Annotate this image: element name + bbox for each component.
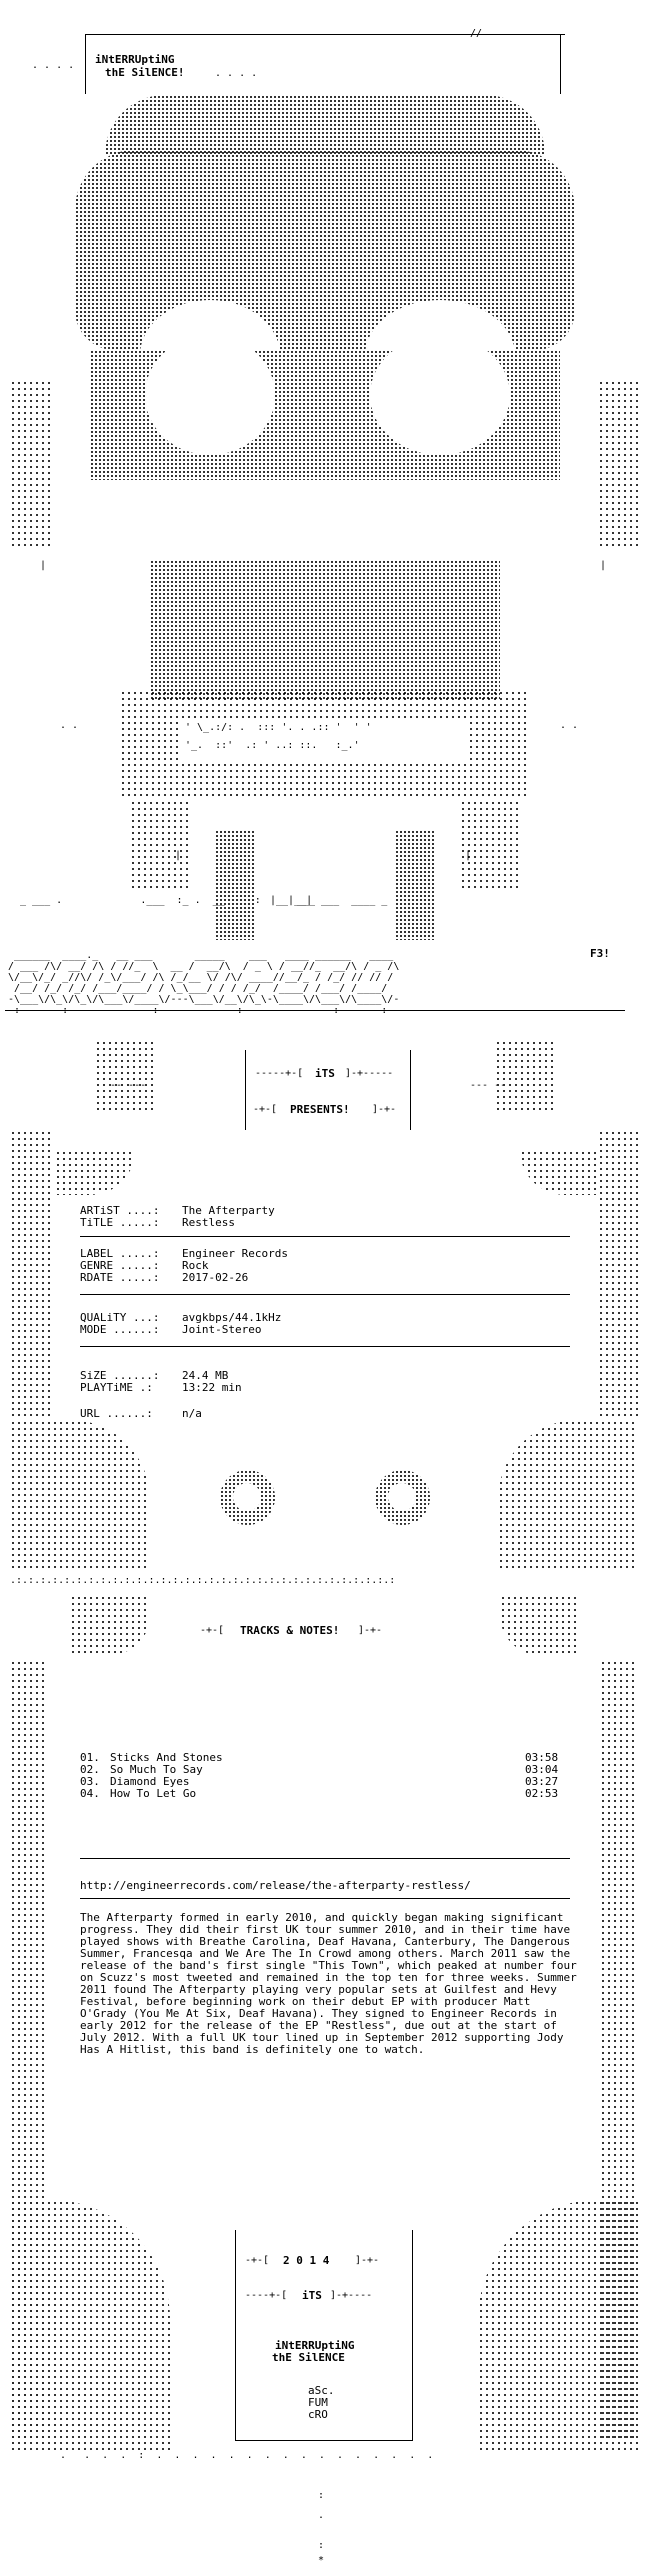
artist-value: The Afterparty bbox=[182, 1204, 275, 1217]
track-number: 04. bbox=[80, 1787, 100, 1800]
mode-label: MODE ......: bbox=[80, 1323, 160, 1336]
title-label: TiTLE .....: bbox=[80, 1216, 160, 1229]
track-time: 03:04 bbox=[525, 1763, 559, 1776]
footer-year: 2 0 1 4 bbox=[283, 2254, 330, 2267]
brand-bottom: thE SilENCE! bbox=[105, 66, 185, 79]
rdate-label: RDATE .....: bbox=[80, 1271, 160, 1284]
track-number: 01. bbox=[80, 1751, 100, 1764]
track-time: 03:27 bbox=[525, 1775, 559, 1788]
credit-cro: cRO bbox=[308, 2408, 328, 2421]
logo-tag: F3! bbox=[590, 947, 610, 960]
footer-brand-top: iNtERRUptiNG bbox=[275, 2339, 355, 2352]
size-label: SiZE ......: bbox=[80, 1369, 160, 1382]
release-link[interactable]: http://engineerrecords.com/release/the-a… bbox=[80, 1879, 471, 1892]
artist-label: ARTiST ....: bbox=[80, 1204, 160, 1217]
brand-top: iNtERRUptiNG bbox=[95, 53, 175, 66]
url-label: URL ......: bbox=[80, 1407, 153, 1420]
genre-value: Rock bbox=[182, 1259, 209, 1272]
presents-label: PRESENTS! bbox=[290, 1103, 350, 1116]
track-title: Diamond Eyes bbox=[110, 1775, 190, 1788]
track-title: Sticks And Stones bbox=[110, 1751, 223, 1764]
its-tag: iTS bbox=[315, 1067, 335, 1080]
mode-value: Joint-Stereo bbox=[182, 1323, 262, 1336]
credit-fum: FUM bbox=[308, 2396, 328, 2409]
footer-brand-bottom: thE SilENCE bbox=[272, 2351, 345, 2364]
tracks-notes-title: TRACKS & NOTES! bbox=[240, 1624, 340, 1637]
label-label: LABEL .....: bbox=[80, 1247, 160, 1260]
release-notes: The Afterparty formed in early 2010, and… bbox=[80, 1911, 577, 2056]
label-value: Engineer Records bbox=[182, 1247, 288, 1260]
size-value: 24.4 MB bbox=[182, 1369, 229, 1382]
genre-label: GENRE .....: bbox=[80, 1259, 160, 1272]
rdate-value: 2017-02-26 bbox=[182, 1271, 249, 1284]
playtime-value: 13:22 min bbox=[182, 1381, 242, 1394]
playtime-label: PLAYTiME .: bbox=[80, 1381, 153, 1394]
track-time: 03:58 bbox=[525, 1751, 559, 1764]
track-time: 02:53 bbox=[525, 1787, 559, 1800]
quality-label: QUALiTY ...: bbox=[80, 1311, 160, 1324]
quality-value: avgkbps/44.1kHz bbox=[182, 1311, 282, 1324]
track-number: 02. bbox=[80, 1763, 100, 1776]
track-title: So Much To Say bbox=[110, 1763, 203, 1776]
title-value: Restless bbox=[182, 1216, 235, 1229]
footer-its: iTS bbox=[302, 2289, 322, 2302]
track-title: How To Let Go bbox=[110, 1787, 197, 1800]
track-number: 03. bbox=[80, 1775, 100, 1788]
url-value[interactable]: n/a bbox=[182, 1407, 202, 1420]
credit-asc: aSc. bbox=[308, 2384, 335, 2397]
